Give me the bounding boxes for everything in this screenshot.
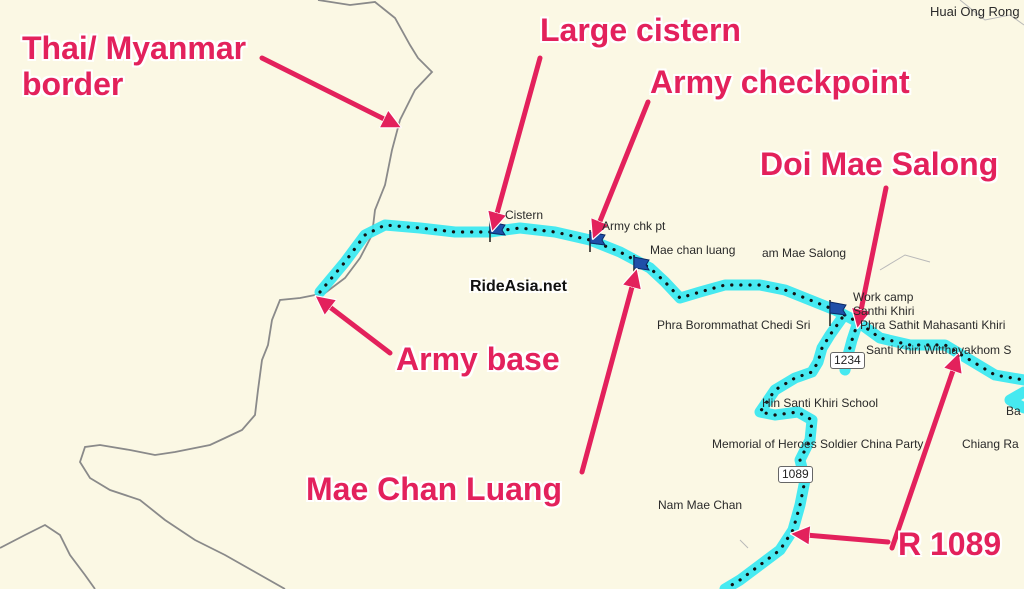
label-khiri-school: Hin Santi Khiri School: [762, 396, 879, 410]
callout-checkpoint: Army checkpoint: [650, 64, 910, 100]
label-ba: Ba: [1006, 404, 1021, 418]
arrow-icon: [259, 55, 958, 551]
callout-r1089: R 1089: [898, 526, 1002, 562]
label-santhi-khiri: Santhi Khiri: [853, 304, 915, 318]
label-phra-sathit: Phra Sathit Mahasanti Khiri: [860, 318, 1006, 332]
callout-mae-chan-luang: Mae Chan Luang: [306, 471, 563, 507]
country-border: [0, 0, 434, 589]
label-santi-khiri-witthaya: Santi Khiri Witthayakhom S: [866, 343, 1012, 357]
label-work-camp: Work camp: [853, 290, 914, 304]
flag-marker-icon[interactable]: [829, 300, 847, 326]
road-shield: 1089: [778, 466, 813, 483]
callout-border-line2: border: [22, 66, 124, 102]
watermark: RideAsia.net: [470, 278, 567, 295]
callout-border-line1: Thai/ Myanmar: [22, 30, 247, 66]
label-mae-chan-luang: Mae chan luang: [650, 243, 736, 257]
label-chedi: Phra Borommathat Chedi Sri: [657, 318, 811, 332]
gps-track-points: [318, 223, 1024, 589]
label-memorial: Memorial of Heroes Soldier China Party: [712, 437, 924, 451]
label-chiang-ra: Chiang Ra: [962, 437, 1019, 451]
callout-cistern: Large cistern: [540, 12, 741, 48]
label-nam-mae-salong: am Mae Salong: [762, 246, 847, 260]
callout-doi-mae-salong: Doi Mae Salong: [760, 146, 999, 182]
label-cistern: Cistern: [505, 208, 544, 222]
label-huai-ong-rong: Huai Ong Rong: [930, 4, 1020, 19]
callout-border: Thai/ Myanmar border: [22, 30, 246, 102]
label-nam-mae-chan: Nam Mae Chan: [658, 498, 743, 512]
label-army-chk-pt: Army chk pt: [602, 219, 666, 233]
road-shield: 1234: [830, 352, 865, 369]
minor-roads: [739, 0, 1024, 549]
callout-army-base: Army base: [396, 341, 560, 377]
